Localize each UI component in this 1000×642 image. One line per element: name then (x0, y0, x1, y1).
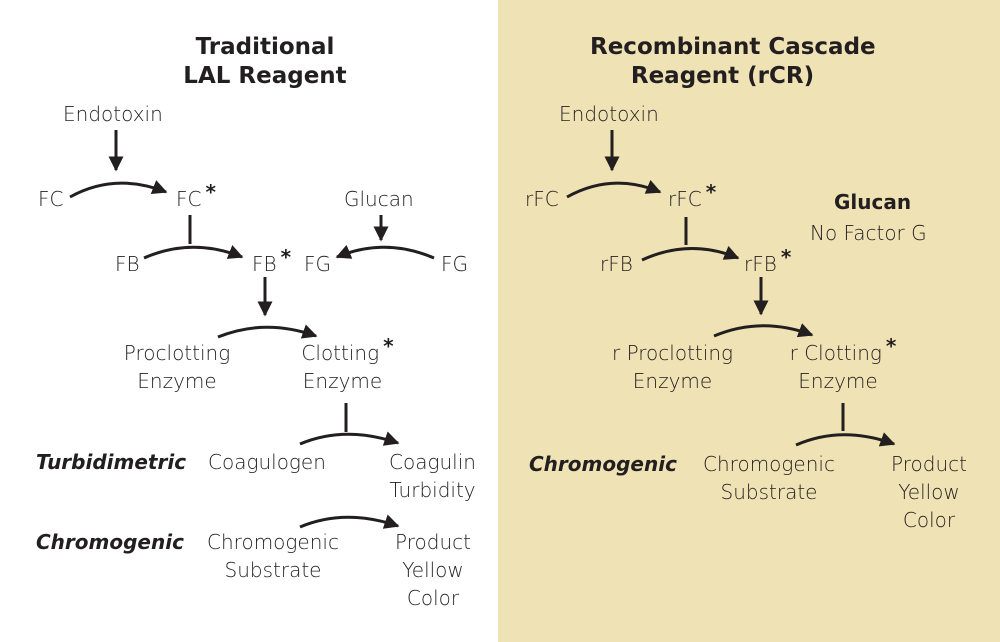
right-rfb: rFB (600, 252, 633, 276)
left-fc-active: FC* (176, 180, 216, 211)
left-endotoxin: Endotoxin (63, 102, 163, 126)
activated-star-icon: * (205, 180, 216, 204)
right-glucan: Glucan (834, 190, 912, 214)
left-proclotting-enzyme: Proclotting Enzyme (112, 339, 242, 395)
right-rfb-active: rFB* (744, 245, 792, 276)
right-product-yellow-color: Product Yellow Color (879, 450, 979, 534)
left-clotting-enzyme: Clotting* Enzyme (295, 334, 400, 395)
right-title-line1: Recombinant Cascade (590, 34, 876, 60)
left-chromogenic-arrow (299, 514, 400, 529)
left-coagulin-line2: Turbidity (389, 478, 476, 502)
traditional-lal-panel (0, 0, 498, 642)
left-proclotting-line1: Proclotting (123, 341, 231, 365)
left-title-line2: LAL Reagent (183, 63, 347, 89)
right-endotoxin: Endotoxin (559, 102, 659, 126)
right-proclotting-line2: Enzyme (632, 369, 713, 393)
right-title-line2: Reagent (rCR) (630, 63, 815, 89)
left-product-line1: Product (395, 530, 471, 554)
left-fb-activation-arrow (143, 245, 244, 260)
right-proclotting-enzyme: r Proclotting Enzyme (600, 339, 745, 395)
left-title-line1: Traditional (195, 34, 335, 60)
left-product-yellow-color: Product Yellow Color (383, 528, 483, 612)
left-fb-active: FB* (252, 245, 292, 276)
activated-star-icon: * (383, 334, 394, 358)
left-fb: FB (115, 252, 140, 276)
right-clotting-line2: Enzyme (798, 369, 878, 393)
left-proclotting-activation-arrow (217, 324, 318, 339)
right-substrate-line2: Substrate (720, 480, 818, 504)
left-chromogenic-substrate: Chromogenic Substrate (198, 528, 348, 584)
right-product-line3: Color (902, 508, 956, 532)
activated-star-icon: * (705, 180, 717, 204)
right-proclotting-activation-arrow (713, 323, 814, 338)
left-coagulin-line1: Coagulin (389, 450, 476, 474)
right-clotting-enzyme: r Clotting* Enzyme (778, 334, 908, 395)
right-chromogenic-substrate: Chromogenic Substrate (694, 450, 844, 506)
recombinant-rcr-panel (498, 0, 1000, 642)
left-fg-activation-arrow (335, 244, 435, 260)
right-chromogenic-arrow (795, 432, 896, 447)
right-rfc-activation-arrow (566, 179, 662, 199)
left-coagulogen: Coagulogen (208, 450, 326, 474)
right-clotting-line1: r Clotting (789, 341, 882, 365)
right-title: Recombinant Cascade Reagent (rCR) (590, 33, 876, 91)
left-fg-active: FG (304, 252, 332, 276)
right-product-line2: Yellow (898, 480, 960, 504)
left-fc-activation-arrow (69, 180, 168, 199)
right-no-factor-g: No Factor G (810, 221, 927, 245)
left-fc: FC (38, 187, 64, 211)
left-title: Traditional LAL Reagent (150, 33, 380, 91)
right-rfc-active: rFC* (668, 180, 717, 211)
activated-star-icon: * (885, 334, 897, 358)
left-fg: FG (441, 252, 469, 276)
right-substrate-line1: Chromogenic (703, 452, 835, 476)
left-turbidimetric-label: Turbidimetric (36, 450, 187, 474)
left-coagulin-turbidity: Coagulin Turbidity (380, 448, 485, 504)
right-product-line1: Product (891, 452, 967, 476)
right-rfc: rFC (525, 187, 559, 211)
left-clotting-line2: Enzyme (302, 369, 383, 393)
left-chromogenic-label: Chromogenic (36, 530, 184, 554)
left-glucan: Glucan (344, 187, 414, 211)
activated-star-icon: * (780, 245, 792, 269)
activated-star-icon: * (280, 245, 292, 269)
left-clotting-line1: Clotting (301, 341, 380, 365)
right-chromogenic-label: Chromogenic (529, 452, 677, 476)
left-product-line2: Yellow (402, 558, 464, 582)
right-rfb-activation-arrow (641, 245, 740, 262)
left-product-line3: Color (406, 586, 460, 610)
left-proclotting-line2: Enzyme (137, 369, 217, 393)
right-proclotting-line1: r Proclotting (611, 341, 733, 365)
left-substrate-line2: Substrate (224, 558, 322, 582)
left-coagulogen-arrow (299, 431, 400, 446)
left-substrate-line1: Chromogenic (207, 530, 339, 554)
